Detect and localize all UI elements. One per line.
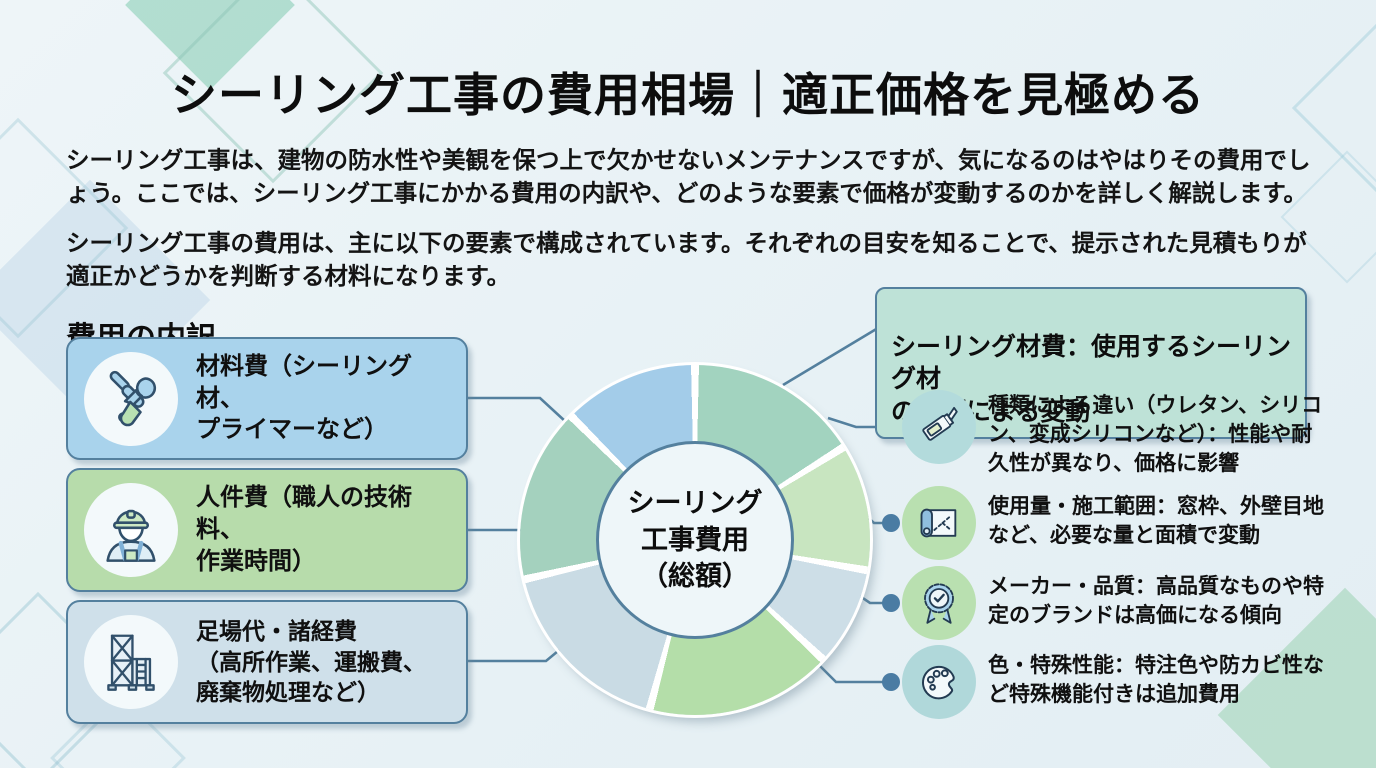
scaffold-icon bbox=[84, 615, 178, 709]
factor-item-quantity: 使用量・施工範囲：窓枠、外壁目地など、必要な量と面積で変動 bbox=[902, 486, 1328, 560]
award-icon bbox=[902, 566, 976, 640]
factor-item-quality: メーカー・品質：高品質なものや特定のブランドは高価になる傾向 bbox=[902, 566, 1328, 640]
factor-item-type: 種類による違い（ウレタン、シリコン、変成シリコンなど）：性能や耐久性が異なり、価… bbox=[902, 390, 1328, 479]
cost-box-label: 人件費（職人の技術料、 作業時間） bbox=[196, 484, 412, 575]
factor-node-dot bbox=[882, 594, 900, 612]
factor-text: 種類による違い（ウレタン、シリコン、変成シリコンなど）：性能や耐久性が異なり、価… bbox=[988, 394, 1323, 475]
worker-icon bbox=[84, 483, 178, 577]
intro-paragraph-1: シーリング工事は、建物の防水性や美観を保つ上で欠かせないメンテナンスですが、気に… bbox=[66, 146, 1311, 206]
blueprint-icon bbox=[902, 486, 976, 560]
donut-center-label: シーリング 工事費用 （総額） bbox=[627, 488, 763, 592]
tools-icon bbox=[84, 351, 178, 446]
cost-box-materials: 材料費（シーリング材、 プライマーなど） bbox=[66, 337, 468, 460]
factor-node-dot bbox=[882, 514, 900, 532]
factor-node-dot bbox=[882, 673, 900, 691]
factor-item-color: 色・特殊性能：特注色や防カビ性など特殊機能付きは追加費用 bbox=[902, 645, 1328, 719]
palette-icon bbox=[902, 645, 976, 719]
factor-text: 色・特殊性能：特注色や防カビ性など特殊機能付きは追加費用 bbox=[988, 654, 1324, 706]
cost-box-scaffold: 足場代・諸経費 （高所作業、運搬費、 廃棄物処理など） bbox=[66, 600, 468, 724]
cost-box-label: 材料費（シーリング材、 プライマーなど） bbox=[196, 352, 412, 444]
caulk-tube-icon bbox=[902, 390, 976, 464]
page-title: シーリング工事の費用相場｜適正価格を見極める bbox=[171, 68, 1205, 121]
donut-chart: シーリング 工事費用 （総額） bbox=[520, 365, 870, 715]
factor-text: 使用量・施工範囲：窓枠、外壁目地など、必要な量と面積で変動 bbox=[988, 495, 1324, 547]
cost-box-label: 足場代・諸経費 （高所作業、運搬費、 廃棄物処理など） bbox=[196, 618, 426, 706]
intro-paragraph-2: シーリング工事の費用は、主に以下の要素で構成されています。それぞれの目安を知るこ… bbox=[66, 229, 1307, 289]
donut-center: シーリング 工事費用 （総額） bbox=[596, 441, 794, 639]
cost-box-labor: 人件費（職人の技術料、 作業時間） bbox=[66, 468, 468, 592]
factor-text: メーカー・品質：高品質なものや特定のブランドは高価になる傾向 bbox=[988, 575, 1324, 627]
